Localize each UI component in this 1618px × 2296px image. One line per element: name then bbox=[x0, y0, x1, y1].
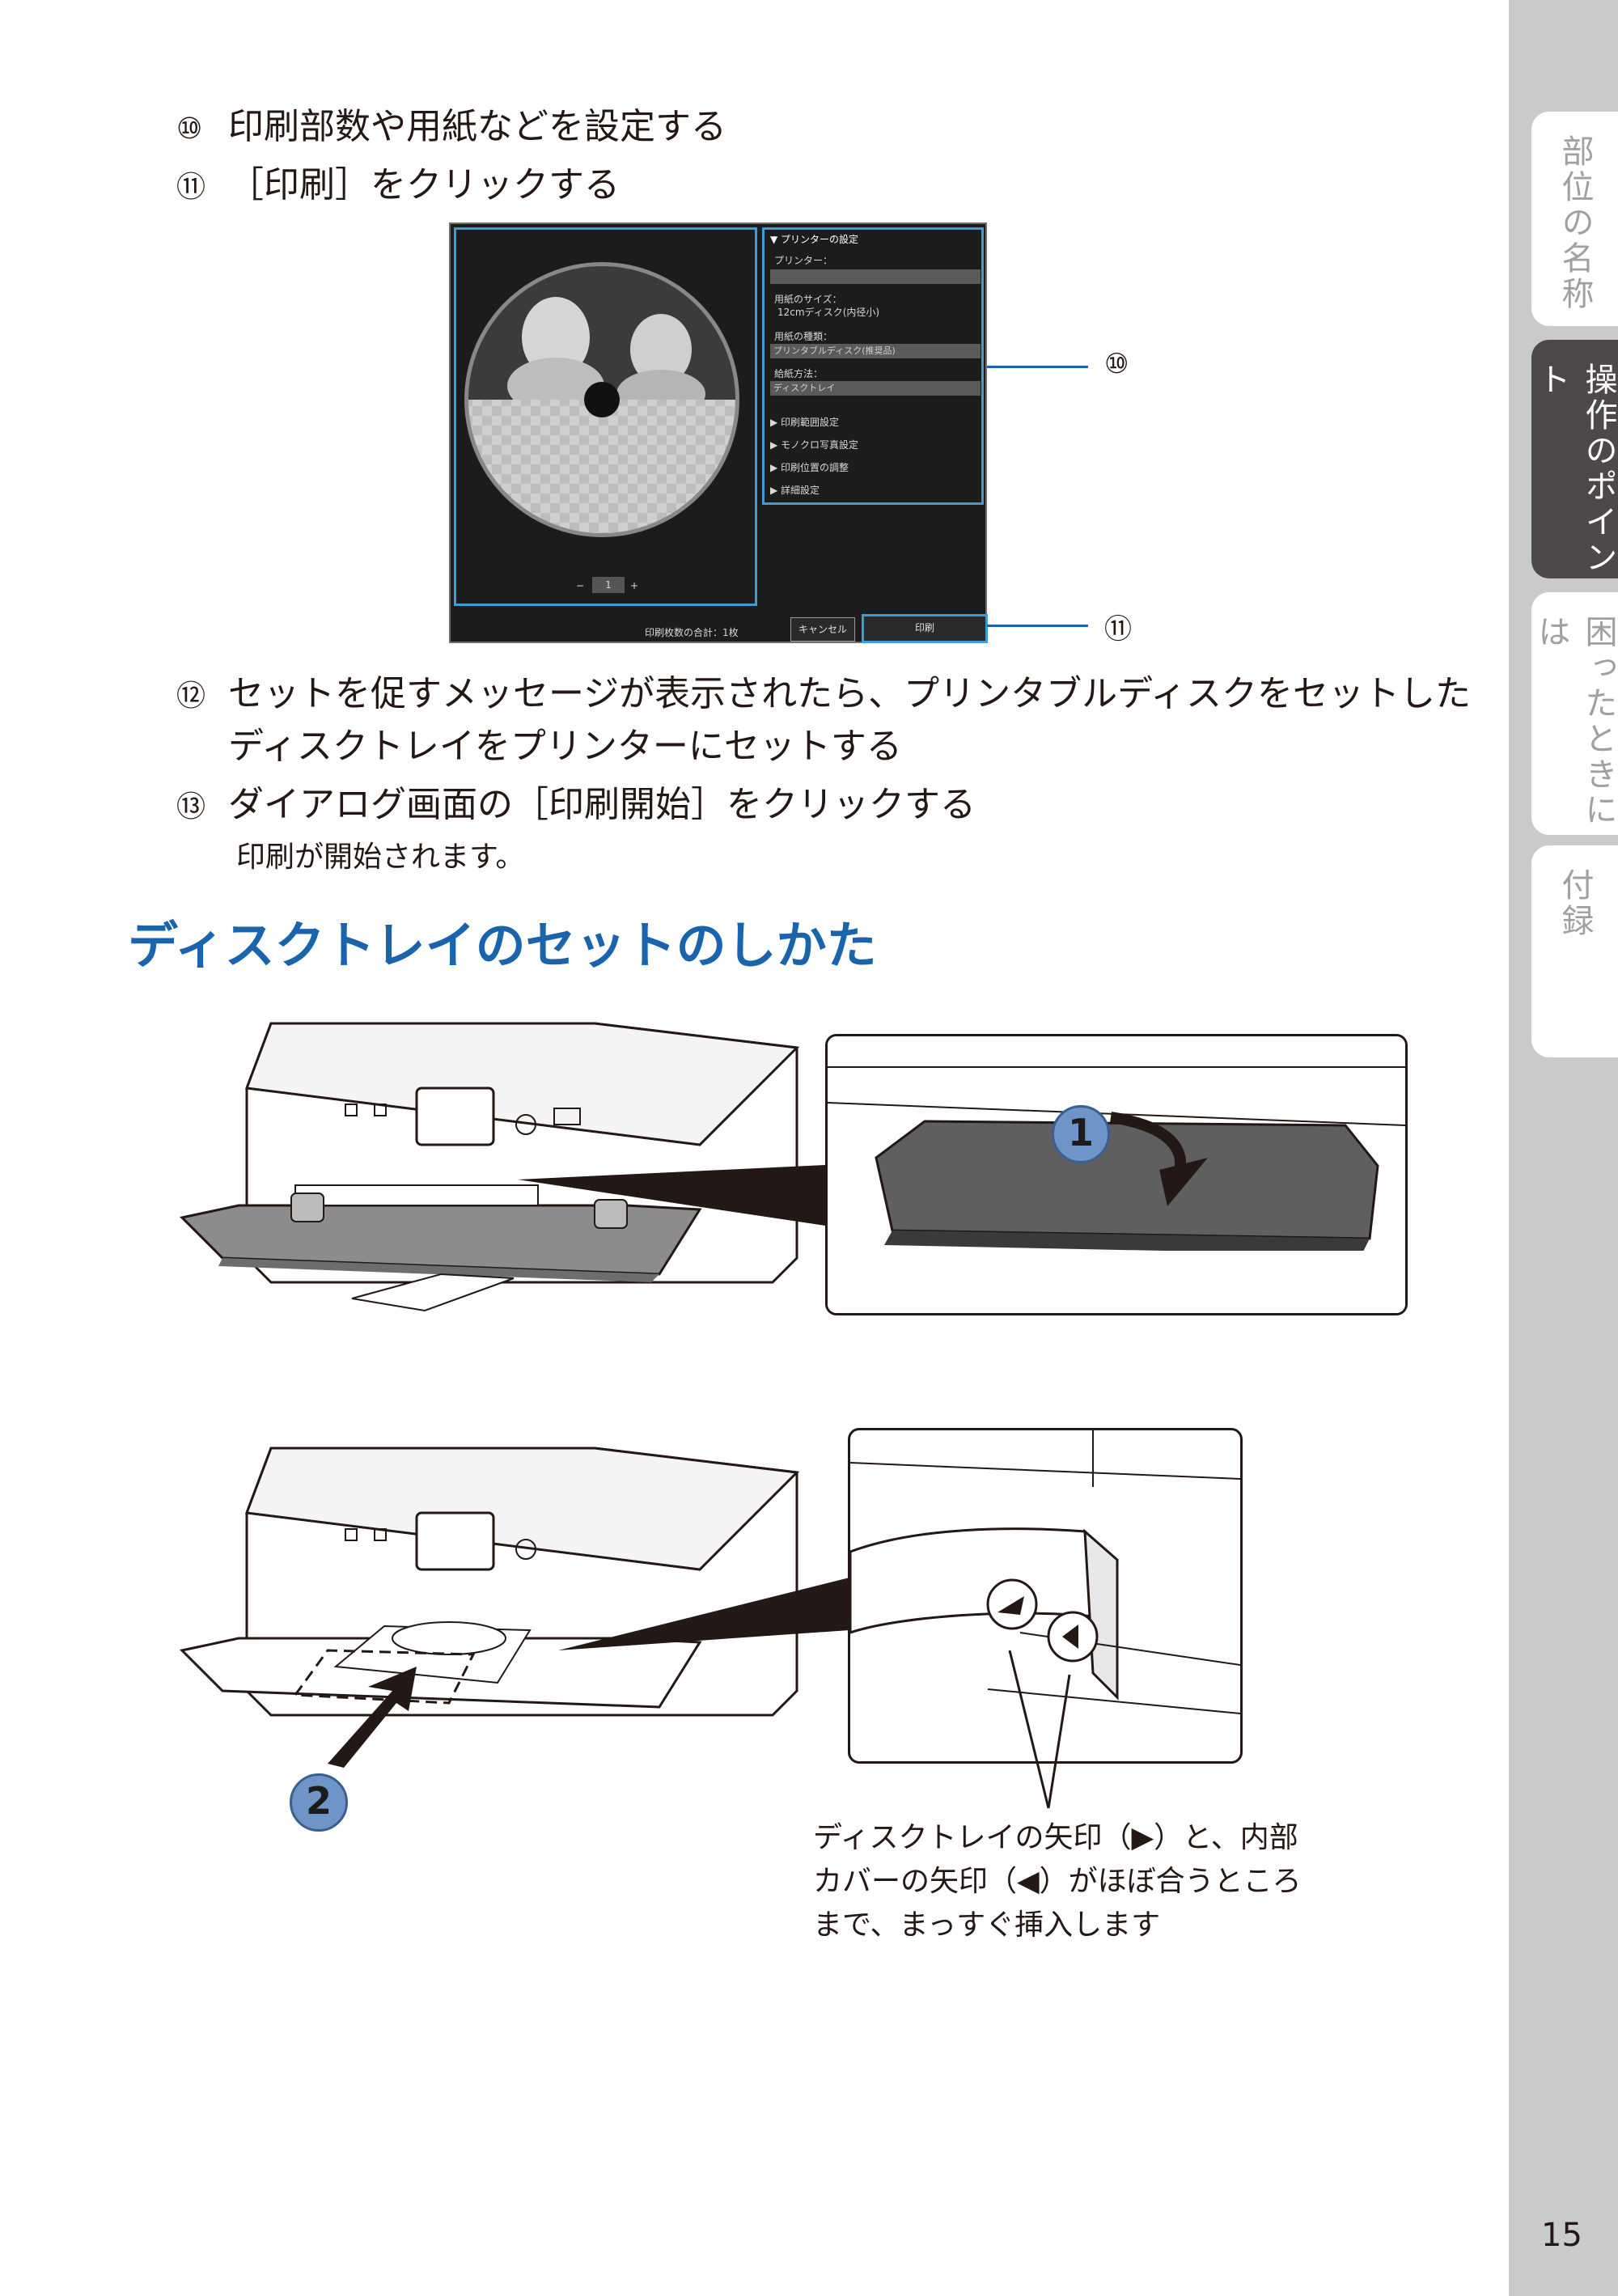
step-text: ダイアログ画面の［印刷開始］をクリックする bbox=[228, 784, 976, 825]
callout-11: ⑪ bbox=[1104, 613, 1132, 646]
disc-preview bbox=[464, 262, 739, 537]
tab-part-names[interactable]: 部位の名称 bbox=[1531, 112, 1618, 326]
tab-troubleshooting[interactable]: 困ったときには bbox=[1531, 592, 1618, 835]
step-text: ［印刷］をクリックする bbox=[228, 164, 620, 205]
printer-label: プリンター： bbox=[774, 255, 833, 266]
zoom-pointer-1 bbox=[518, 1165, 825, 1226]
step-badge-2: 2 bbox=[290, 1773, 348, 1832]
paper-source-select[interactable]: ディスクトレイ bbox=[770, 381, 981, 396]
print-area-settings[interactable]: ▶ 印刷範囲設定 bbox=[770, 417, 840, 428]
step-number: ⑫ bbox=[176, 680, 206, 713]
settings-highlight bbox=[762, 227, 984, 505]
tab-label: 操作のポイント bbox=[1532, 362, 1617, 576]
advanced-settings[interactable]: ▶ 詳細設定 bbox=[770, 485, 820, 496]
callout-line-10 bbox=[987, 366, 1088, 368]
step-text: セットを促すメッセージが表示されたら、プリンタブルディスクをセットした bbox=[228, 673, 1472, 714]
caption-line: カバーの矢印（◀）がほぼ合うところ bbox=[813, 1865, 1302, 1898]
print-position-adjust[interactable]: ▶ 印刷位置の調整 bbox=[770, 462, 849, 473]
page-number: 15 bbox=[1541, 2217, 1582, 2254]
step-badge-1: 1 bbox=[1052, 1105, 1110, 1163]
step-10: ⑩ 印刷部数や用紙などを設定する bbox=[176, 99, 726, 158]
copies-plus-button[interactable]: + bbox=[630, 580, 639, 591]
callout-10: ⑩ bbox=[1104, 348, 1129, 380]
step-text: 印刷部数や用紙などを設定する bbox=[228, 106, 726, 147]
callout-line-11 bbox=[987, 625, 1088, 627]
cancel-button[interactable]: キャンセル bbox=[790, 617, 855, 642]
copies-input[interactable]: 1 bbox=[592, 577, 625, 593]
total-sheets: 印刷枚数の合計：1枚 bbox=[645, 627, 739, 638]
zoom-arrow-alignment-photo bbox=[848, 1428, 1243, 1764]
tab-label: 部位の名称 bbox=[1556, 134, 1594, 312]
arrow-alignment-illustration bbox=[850, 1430, 1240, 1714]
caption-leader-lines bbox=[1008, 1650, 1071, 1809]
printer-illustration-insert-tray bbox=[179, 1447, 800, 1768]
media-type-select[interactable]: プリンタブルディスク(推奨品) bbox=[770, 344, 981, 358]
printer-illustration-open-tray bbox=[179, 1022, 800, 1312]
printer-select[interactable] bbox=[770, 269, 981, 284]
step-number: ⑪ bbox=[176, 171, 206, 204]
paper-source-label: 給紙方法： bbox=[774, 368, 824, 379]
step-12: ⑫ セットを促すメッセージが表示されたら、プリンタブルディスクをセットした bbox=[176, 666, 1471, 725]
inner-cover-illustration bbox=[828, 1036, 1405, 1313]
print-button[interactable]: 印刷 bbox=[862, 614, 988, 643]
media-type-label: 用紙の種類： bbox=[774, 331, 833, 342]
copies-minus-button[interactable]: − bbox=[576, 580, 585, 591]
tab-appendix[interactable]: 付録 bbox=[1531, 845, 1618, 1057]
settings-section-title[interactable]: ▼ プリンターの設定 bbox=[770, 234, 859, 245]
tab-label: 付録 bbox=[1556, 868, 1594, 939]
step-13-note: 印刷が開始されます。 bbox=[236, 841, 525, 874]
caption-line: まで、まっすぐ挿入します bbox=[813, 1908, 1161, 1942]
insertion-caption: ディスクトレイの矢印（▶）と、内部 カバーの矢印（◀）がほぼ合うところ まで、ま… bbox=[813, 1816, 1302, 1947]
zoom-pointer-2 bbox=[558, 1578, 849, 1650]
step-number: ⑩ bbox=[176, 112, 203, 146]
step-11: ⑪ ［印刷］をクリックする bbox=[176, 157, 620, 216]
step-13: ⑬ ダイアログ画面の［印刷開始］をクリックする bbox=[176, 777, 976, 836]
tab-label: 困ったときには bbox=[1532, 615, 1617, 828]
print-dialog-screenshot: ▼ プリンターの設定 プリンター： 用紙のサイズ： 12cmディスク(内径小) … bbox=[449, 222, 988, 643]
tab-operation-points[interactable]: 操作のポイント bbox=[1531, 340, 1618, 578]
step-number: ⑬ bbox=[176, 790, 206, 824]
paper-size-value: 12cmディスク(内径小) bbox=[777, 307, 880, 318]
preview-highlight bbox=[454, 227, 757, 606]
monochrome-settings[interactable]: ▶ モノクロ写真設定 bbox=[770, 439, 859, 451]
paper-size-label: 用紙のサイズ： bbox=[774, 294, 842, 305]
step-12-continued: ディスクトレイをプリンターにセットする bbox=[228, 726, 902, 767]
section-heading: ディスクトレイのセットのしかた bbox=[128, 916, 877, 975]
caption-line: ディスクトレイの矢印（▶）と、内部 bbox=[813, 1821, 1298, 1854]
zoom-inner-cover-photo bbox=[825, 1034, 1408, 1315]
